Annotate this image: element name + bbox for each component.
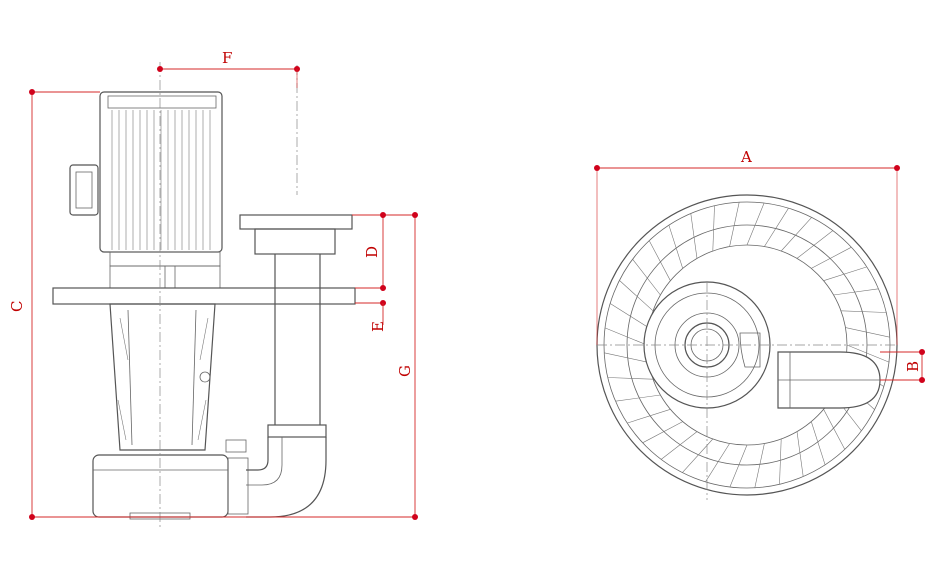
dim-label-a: A: [740, 148, 752, 166]
outlet-port: [777, 351, 881, 409]
side-view: [52, 62, 356, 527]
dim-label-g: G: [396, 365, 414, 377]
mounting-plate: [52, 287, 356, 305]
top-view: [596, 194, 898, 500]
dimensions: F C D E G A: [8, 49, 925, 520]
motor-fins: [111, 110, 211, 250]
dim-label-e: E: [369, 321, 387, 332]
discharge-pipe: [239, 214, 353, 518]
dim-label-b: B: [904, 361, 922, 372]
motor: [69, 91, 223, 289]
dim-label-f: F: [222, 49, 232, 67]
pump-column: [109, 303, 216, 451]
dim-label-c: C: [8, 301, 26, 312]
dim-label-d: D: [363, 246, 381, 258]
pump-casing: [92, 439, 249, 520]
